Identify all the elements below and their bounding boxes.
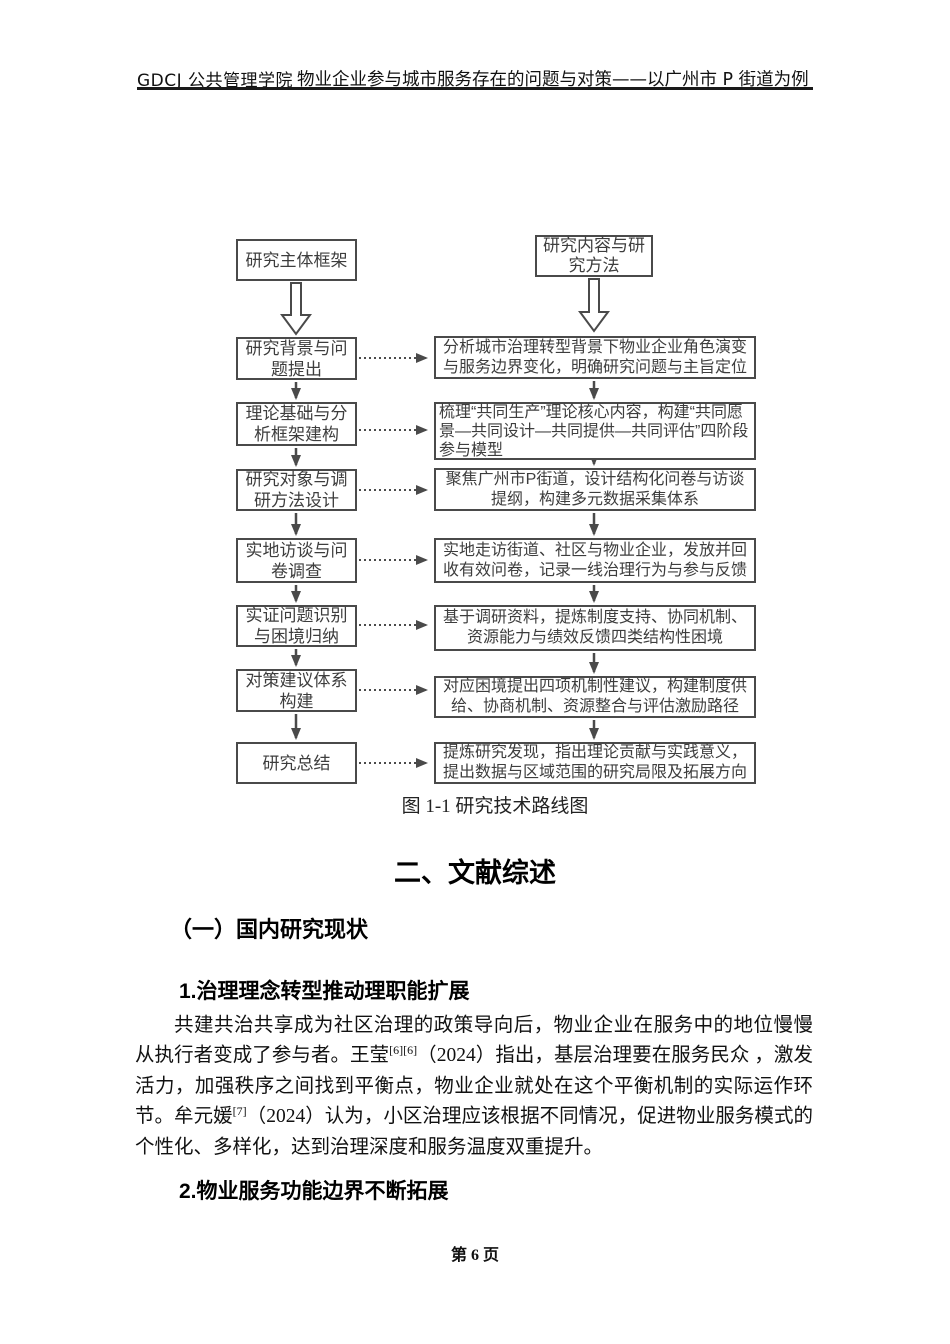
- subsection-title: （一）国内研究现状: [170, 917, 369, 942]
- figure-caption: 图 1-1 研究技术路线图: [401, 796, 589, 817]
- page-number: 第 6 页: [450, 1247, 499, 1264]
- flow-box-right-findings: 提炼研究发现，指出理论贡献与实践意义，提出数据与区域范围的研究局限及拓展方向: [434, 742, 756, 784]
- header-rule: [137, 87, 813, 90]
- flow-box-left-summary: 研究总结: [236, 742, 357, 784]
- point1-title: 1.治理理念转型推动理职能扩展: [179, 980, 470, 1003]
- flow-box-left-fieldwork: 实地访谈与问卷调查: [236, 538, 357, 583]
- flow-box-left-theory: 理论基础与分析框架建构: [236, 402, 357, 446]
- flow-box-right-focus: 聚焦广州市P街道，设计结构化问卷与访谈提纲，构建多元数据采集体系: [434, 468, 756, 511]
- flow-box-left-object: 研究对象与调研方法设计: [236, 469, 357, 511]
- flow-box-right-mechanisms: 对应困境提出四项机制性建议，构建制度供给、协商机制、资源整合与评估激励路径: [434, 676, 756, 718]
- flow-box-right-dilemmas: 基于调研资料，提炼制度支持、协同机制、资源能力与绩效反馈四类结构性困境: [434, 605, 756, 651]
- paragraph-text-1: 共建共治共享成为社区治理的政策导向后，物业企业在服务中的地位慢慢从执行者变成了参…: [135, 1015, 813, 1066]
- flow-box-left-suggestions: 对策建议体系构建: [236, 669, 357, 712]
- header-institution: GDCJ 公共管理学院: [137, 71, 294, 91]
- point2-title: 2.物业服务功能边界不断拓展: [179, 1180, 449, 1203]
- citation-superscript-1: [6][6]: [389, 1043, 418, 1057]
- flow-box-right-analysis: 分析城市治理转型背景下物业企业角色演变与服务边界变化，明确研究问题与主旨定位: [434, 336, 756, 379]
- flow-box-left-problems: 实证问题识别与困境归纳: [236, 605, 357, 647]
- citation-superscript-2: [7]: [232, 1104, 247, 1118]
- research-flowchart: 研究主体框架 研究背景与问题提出 理论基础与分析框架建构 研究对象与调研方法设计…: [236, 235, 756, 817]
- paragraph-text-2: （2024）指出，基层治理要在服务民众 ，激发活力，加强秩序之间找到平衡点，物业…: [135, 1045, 813, 1127]
- flow-box-right-visits: 实地走访街道、社区与物业企业，发放并回收有效问卷，记录一线治理行为与参与反馈: [434, 538, 756, 583]
- hollow-down-arrow-left: [280, 282, 312, 336]
- flow-box-right-coproduction: 梳理“共同生产”理论核心内容，构建“共同愿景—共同设计—共同提供—共同评估”四阶…: [434, 402, 756, 460]
- body-paragraph: 共建共治共享成为社区治理的政策导向后，物业企业在服务中的地位慢慢从执行者变成了参…: [135, 1011, 813, 1163]
- paragraph-text-3: （2024）认为，小区治理应该根据不同情况，促进物业服务模式的个性化、多样化，达…: [135, 1106, 813, 1158]
- section-title: 二、文献综述: [394, 858, 556, 888]
- hollow-down-arrow-right: [578, 278, 610, 333]
- flow-box-left-background: 研究背景与问题提出: [236, 337, 357, 380]
- flow-box-right-top: 研究内容与研究方法: [535, 235, 653, 277]
- header-running-title: 物业企业参与城市服务存在的问题与对策——以广州市 P 街道为例: [297, 70, 809, 90]
- flow-box-left-frame: 研究主体框架: [236, 239, 357, 281]
- dotted-connector-arrows: [359, 353, 428, 768]
